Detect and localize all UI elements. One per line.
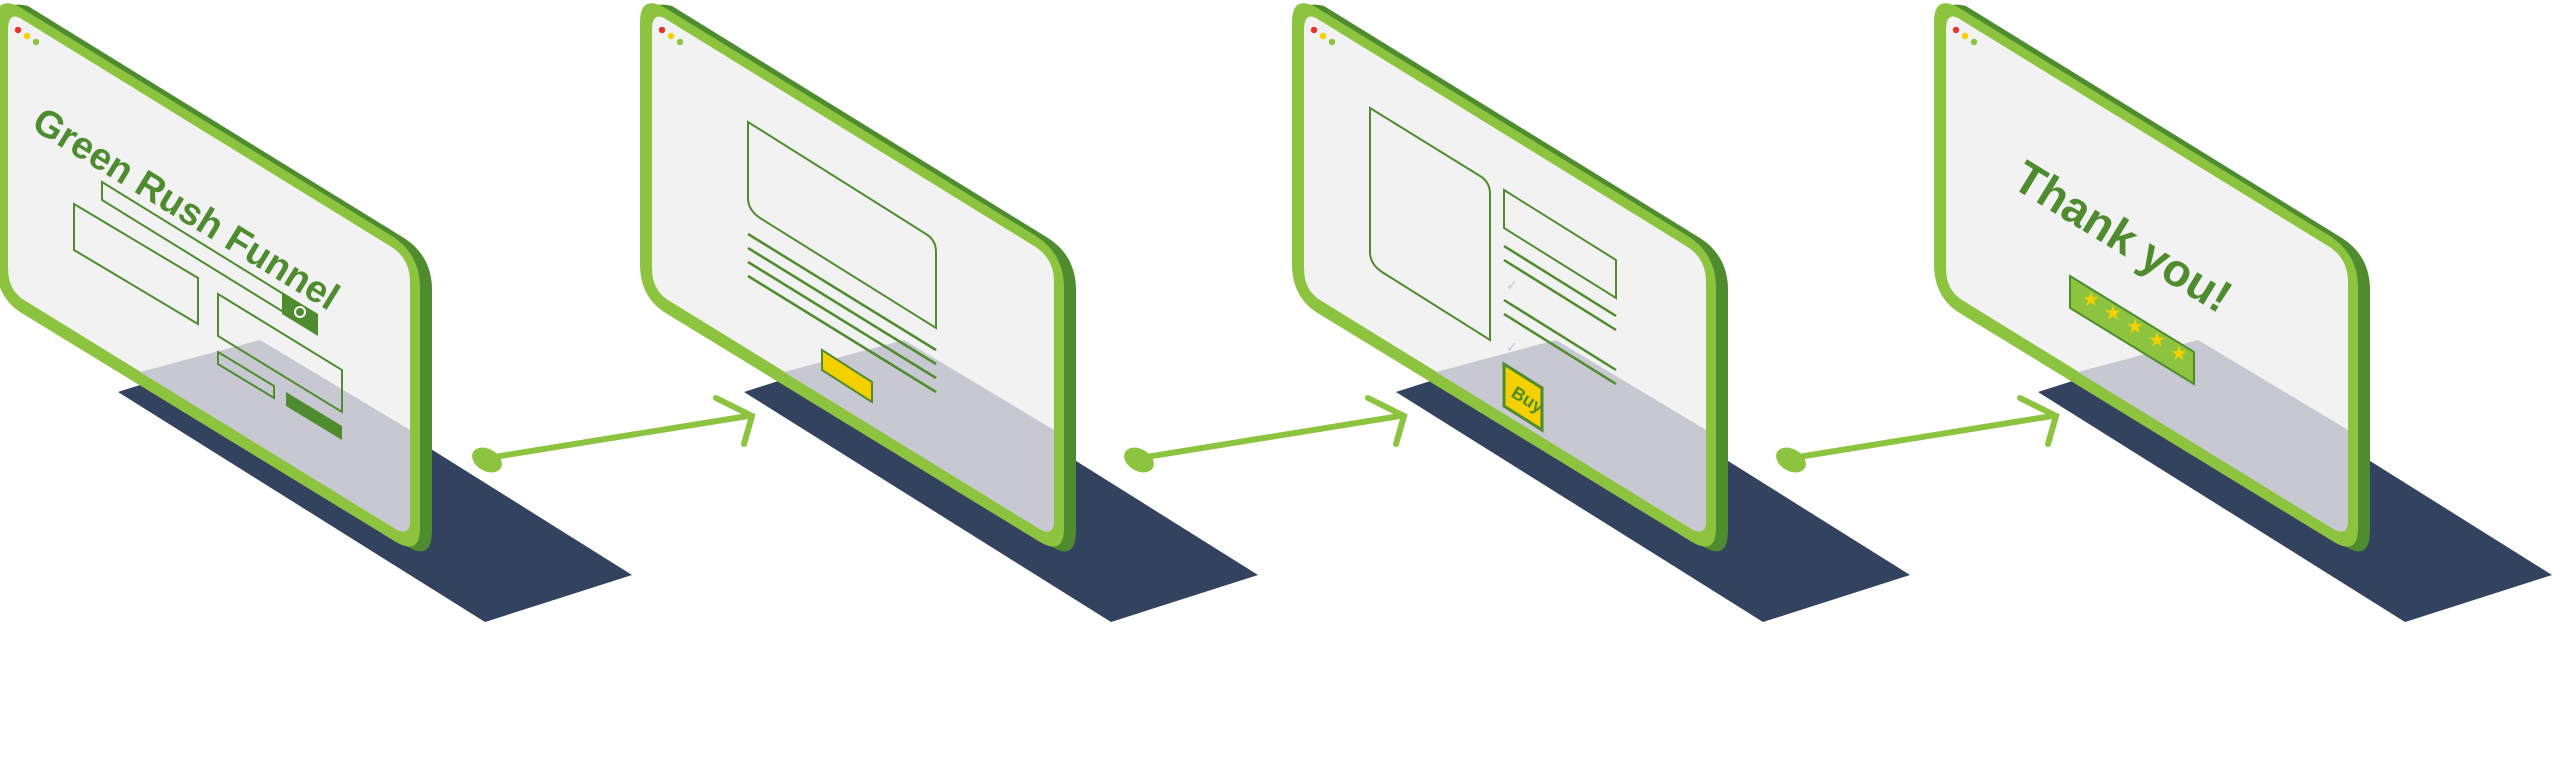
star-icon: ★ (2148, 330, 2166, 352)
screen-shade (2078, 340, 2348, 532)
star-icon: ★ (2126, 316, 2144, 338)
arrow-2-tail (1124, 447, 1154, 473)
small-field (217, 350, 275, 400)
stage-landing: Green Rush Funnel (0, 3, 632, 622)
text-lines (747, 232, 937, 394)
key-button (282, 292, 318, 336)
stage-thanks: Thank you! ★★★★★ (1934, 3, 2552, 622)
rating-stars: ★★★★★ (2082, 289, 2188, 365)
submit-bar (286, 392, 342, 440)
star-icon: ★ (2082, 289, 2100, 311)
form-box (73, 202, 199, 326)
screen-shade (140, 340, 410, 532)
hero-image-box (747, 120, 937, 330)
buy-button (1502, 361, 1544, 433)
arrow-3 (1789, 395, 2060, 461)
star-icon: ★ (2170, 343, 2188, 365)
stage-offer: ✓ ✓ Buy (1292, 3, 1910, 622)
star-icon: ★ (2104, 303, 2122, 325)
arrow-1 (485, 395, 756, 461)
arrow-1-tail (472, 447, 502, 473)
cta-button (821, 348, 873, 404)
key-icon (294, 306, 306, 318)
check-icon: ✓ (1506, 339, 1518, 355)
input-box (217, 292, 343, 414)
stage-content (640, 3, 1258, 622)
arrow-2 (1137, 395, 1408, 461)
price-box (1503, 188, 1617, 300)
detail-lines (1503, 244, 1617, 386)
rating-bar (2069, 274, 2195, 386)
product-image-box (1369, 106, 1491, 342)
arrow-3-tail (1776, 447, 1806, 473)
check-icon: ✓ (1506, 277, 1518, 293)
